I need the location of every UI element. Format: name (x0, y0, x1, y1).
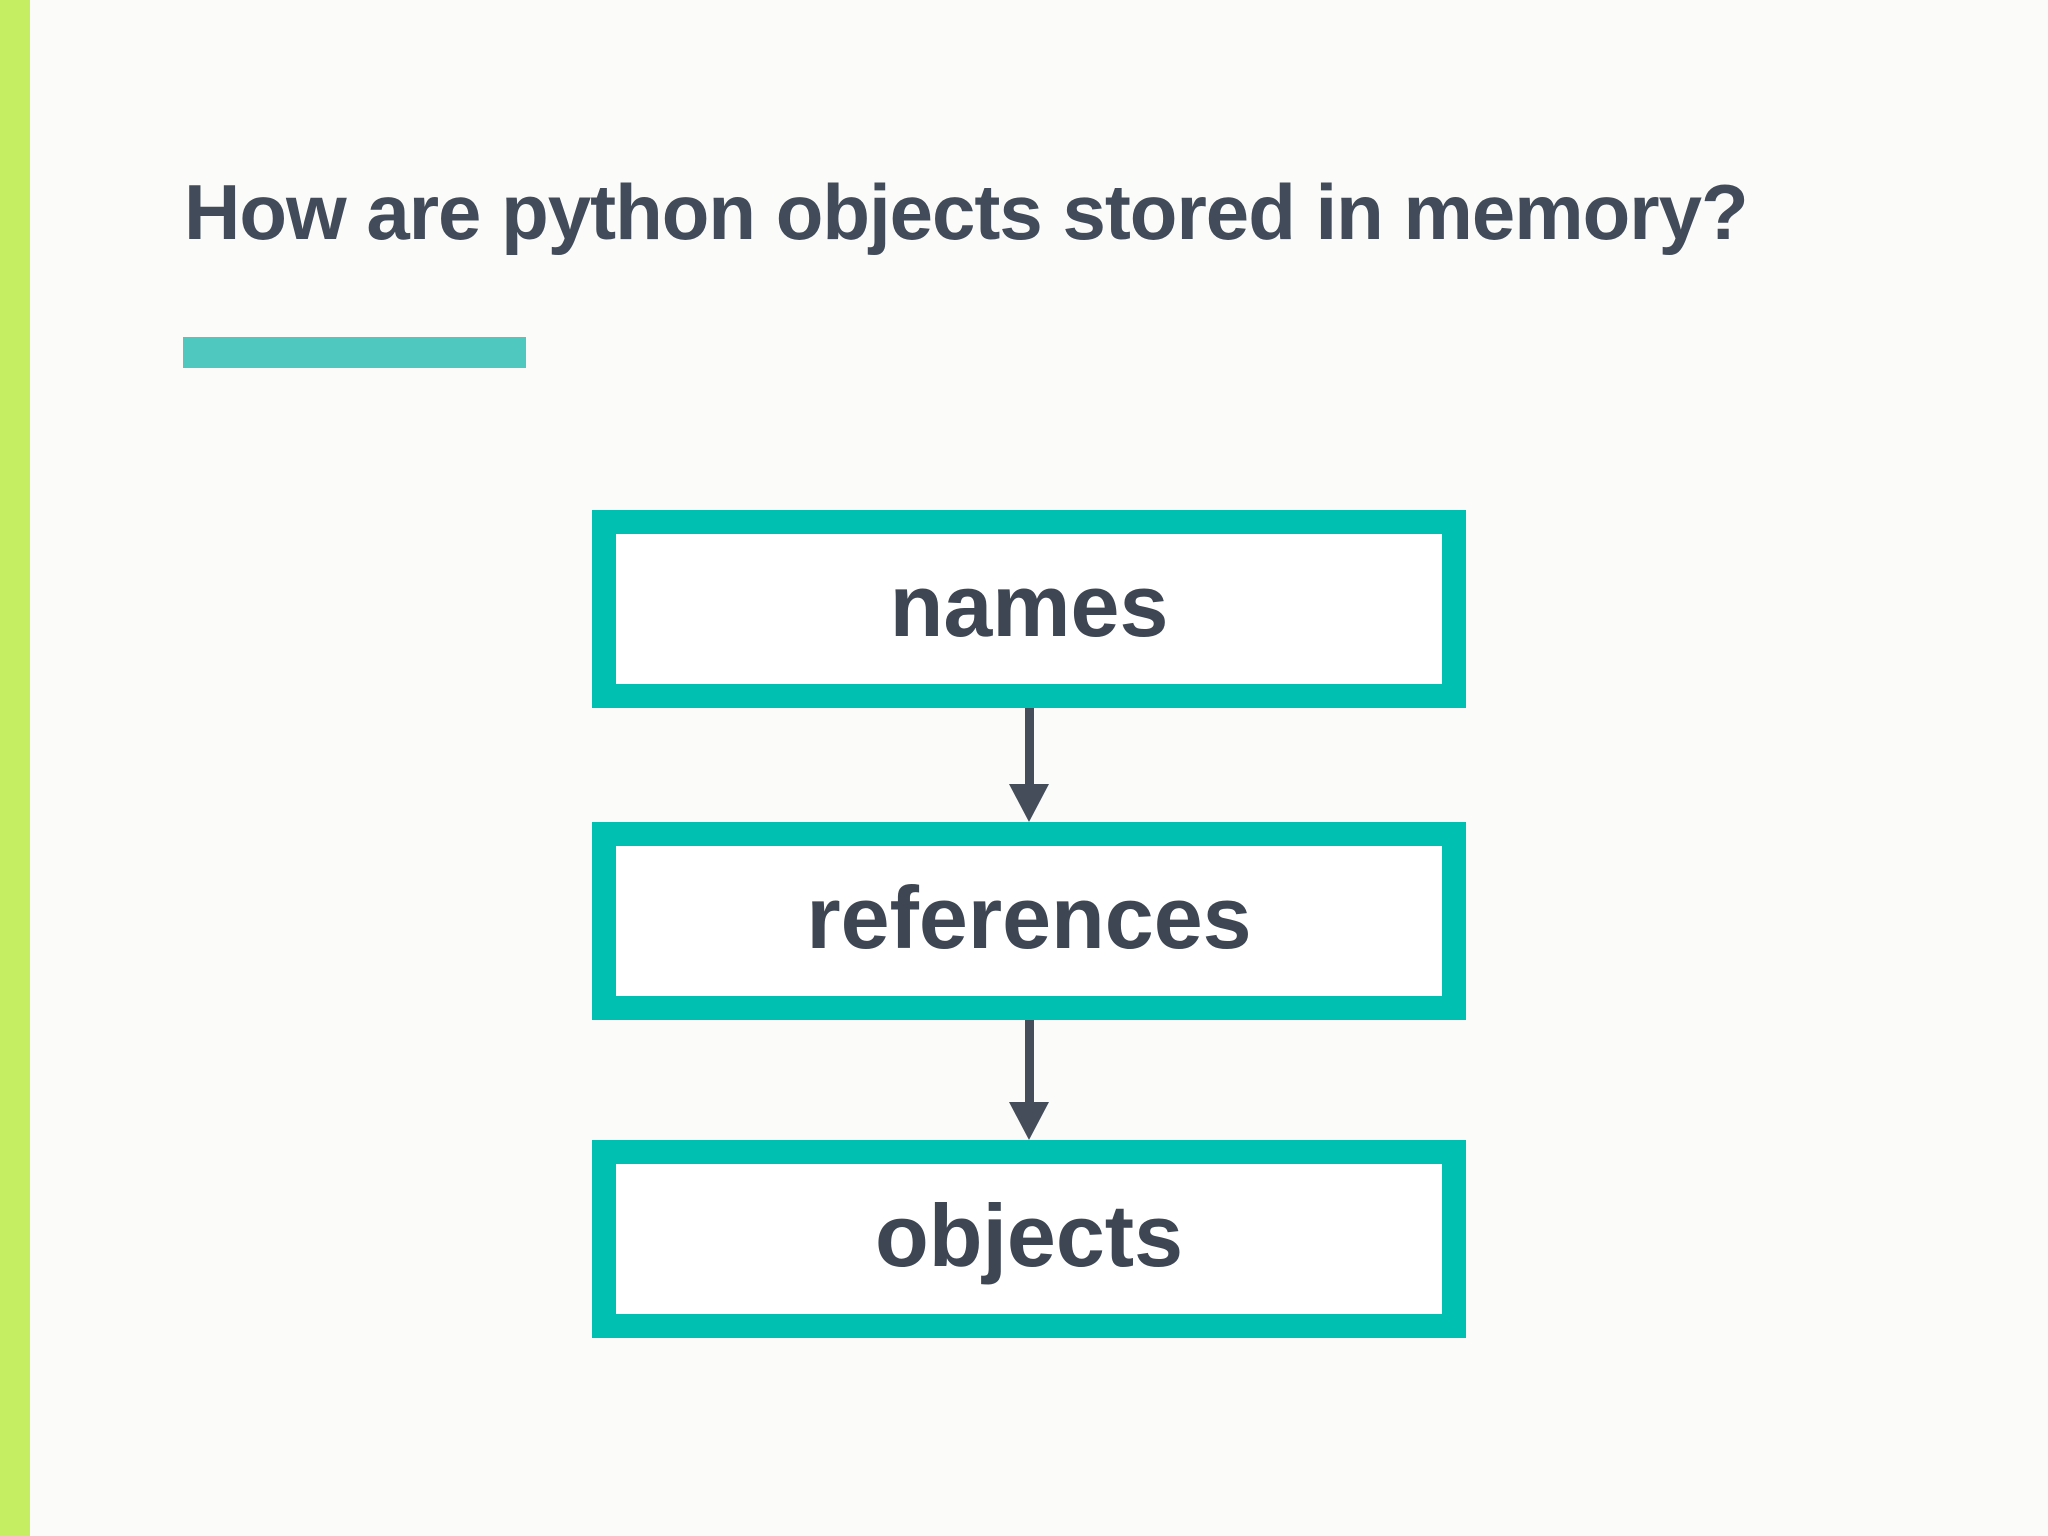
arrow-shaft (1024, 708, 1034, 784)
node-names-label: names (889, 556, 1169, 655)
node-objects-label: objects (874, 1186, 1184, 1285)
page-title: How are python objects stored in memory? (184, 168, 1749, 256)
arrow-head (1009, 1102, 1049, 1140)
node-references: references (592, 822, 1466, 1020)
title-underline (183, 337, 526, 368)
left-accent-bar (0, 0, 30, 1536)
node-references-label: references (806, 868, 1252, 967)
node-names: names (592, 510, 1466, 708)
arrow-shaft (1024, 1020, 1034, 1102)
node-objects: objects (592, 1140, 1466, 1338)
arrow-down-icon (1009, 708, 1049, 822)
arrow-head (1009, 784, 1049, 822)
arrow-down-icon (1009, 1020, 1049, 1140)
